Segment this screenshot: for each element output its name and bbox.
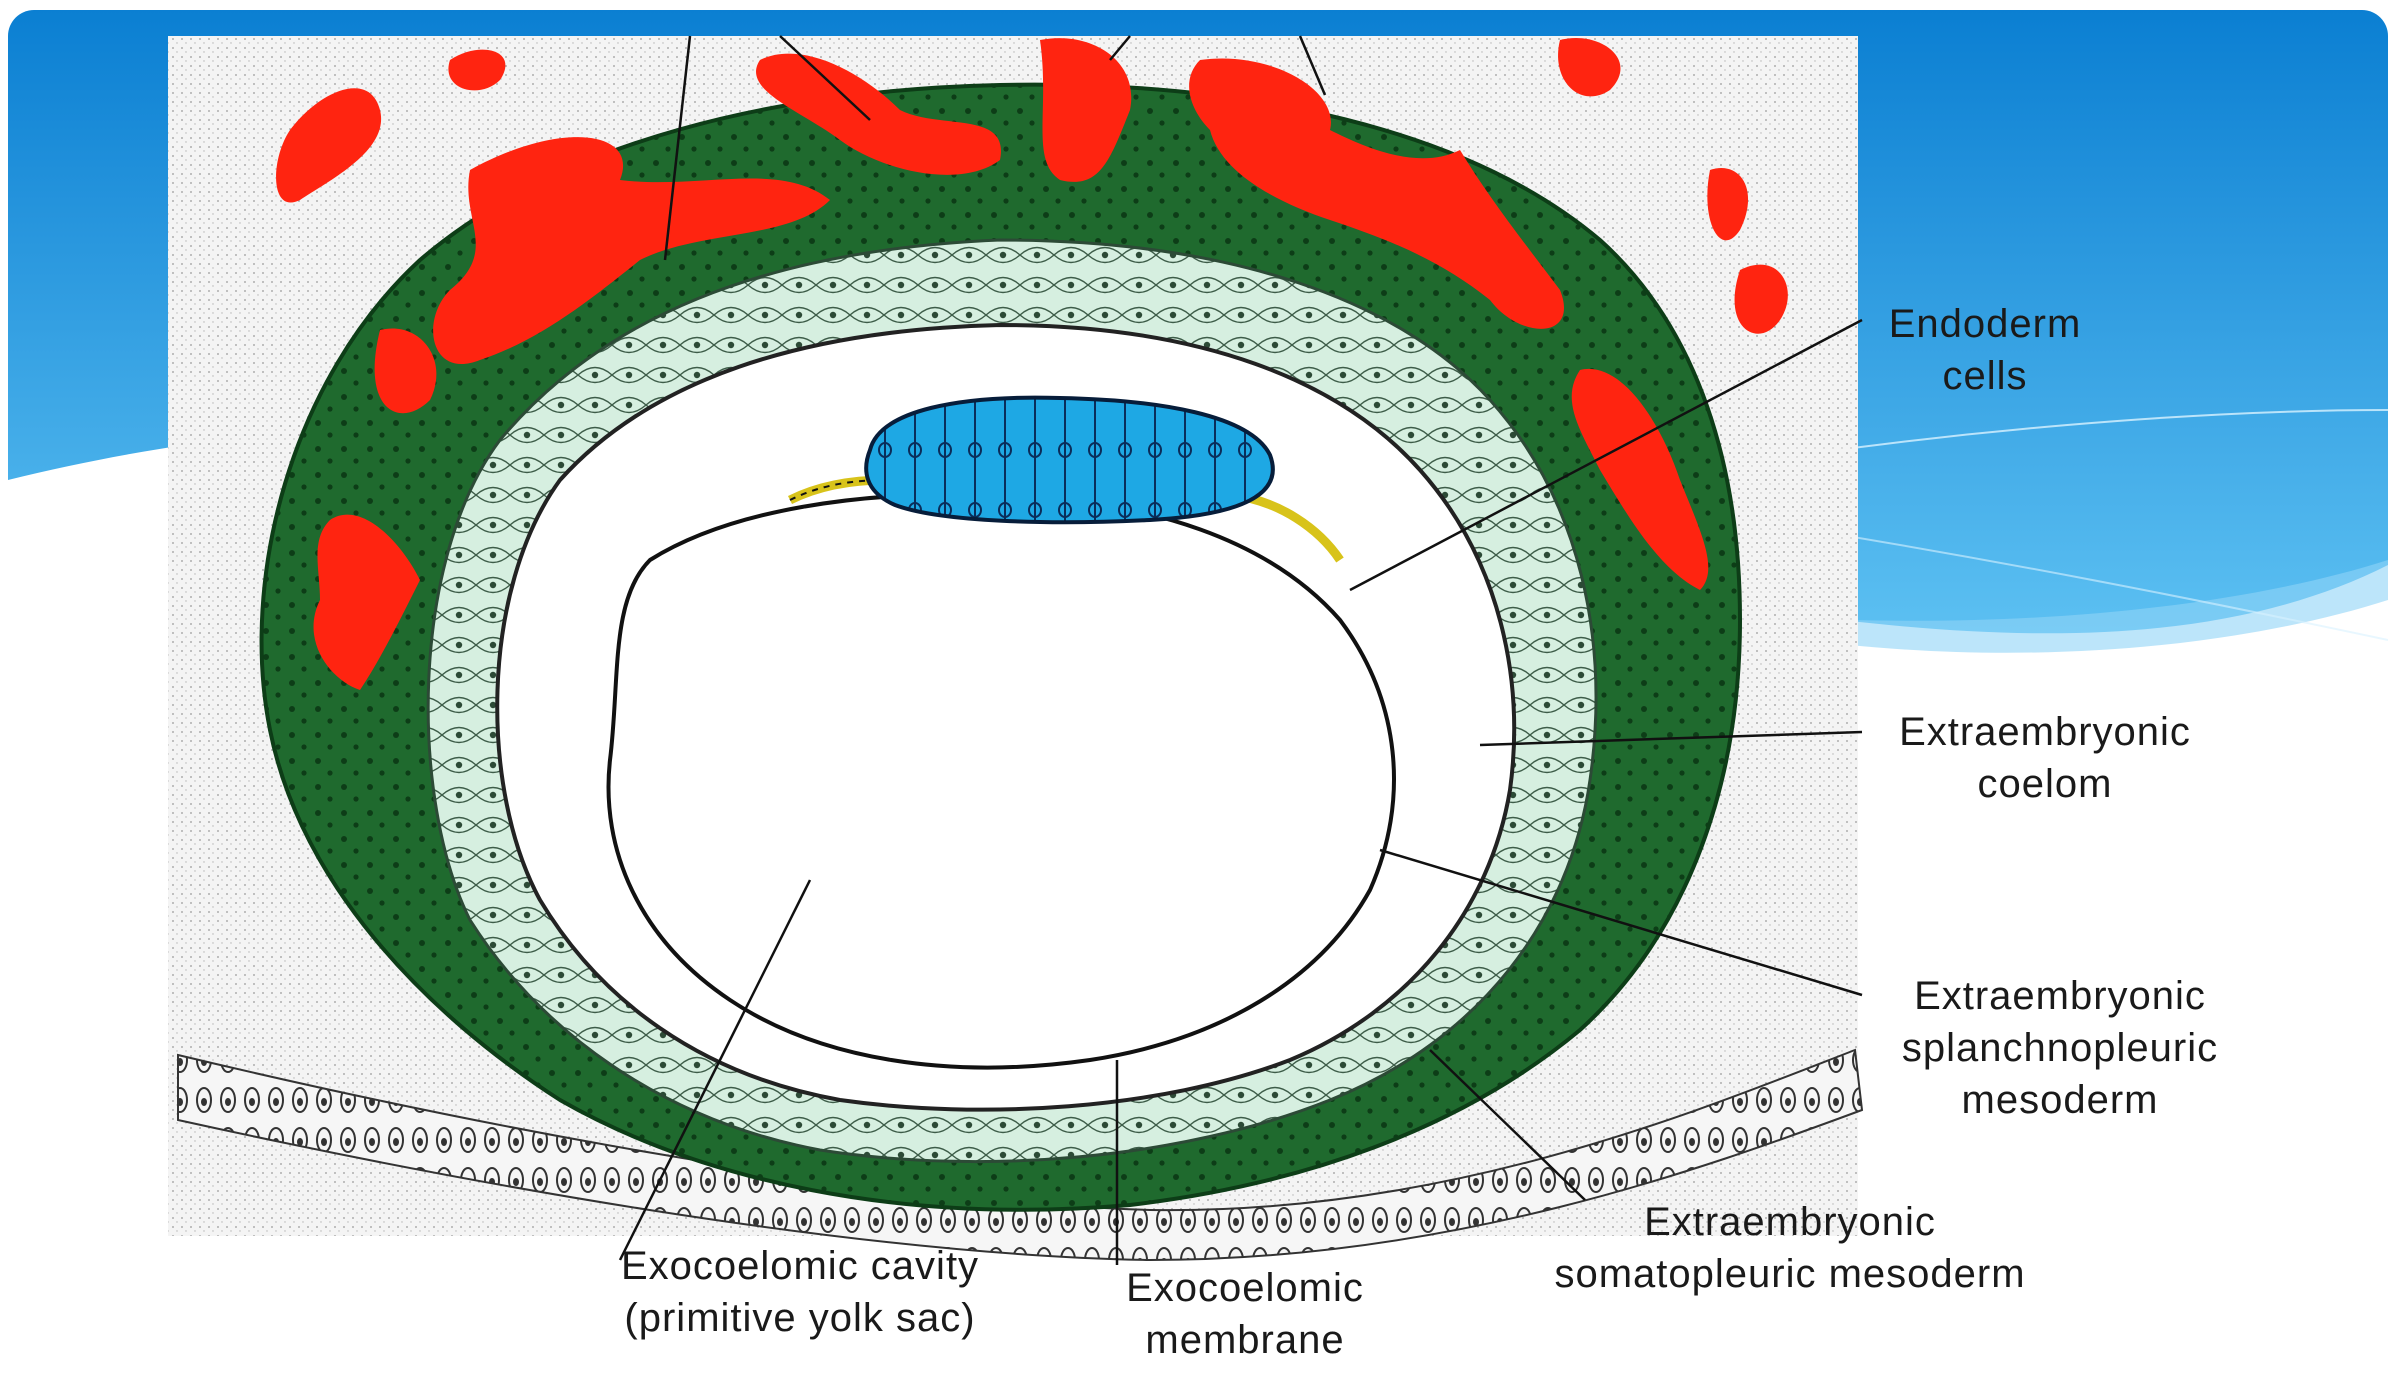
label-line: Exocoelomic <box>1126 1266 1364 1310</box>
label-line: Extraembryonic <box>1644 1200 1936 1244</box>
label-line: (primitive yolk sac) <box>624 1296 976 1340</box>
label-exocoelomic-cavity: Exocoelomic cavity (primitive yolk sac) <box>540 1240 1060 1344</box>
exocoelomic-cavity <box>606 492 1396 1070</box>
label-line: Extraembryonic <box>1899 710 2191 754</box>
label-somatopleuric-mesoderm: Extraembryonic somatopleuric mesoderm <box>1480 1196 2100 1300</box>
label-line: coelom <box>1977 762 2113 806</box>
label-line: Extraembryonic <box>1914 974 2206 1018</box>
label-line: mesoderm <box>1961 1078 2159 1122</box>
label-splanchnopleuric-mesoderm: Extraembryonic splanchnopleuric mesoderm <box>1850 970 2270 1126</box>
lacunae <box>276 38 1788 690</box>
label-endoderm-cells: Endoderm cells <box>1860 298 2110 402</box>
label-line: cells <box>1942 354 2028 398</box>
label-line: splanchnopleuric <box>1901 1026 2219 1070</box>
label-line: Exocoelomic cavity <box>620 1244 980 1288</box>
label-line: Endoderm <box>1888 302 2082 346</box>
leader-lines <box>618 35 1863 1265</box>
label-line: membrane <box>1145 1318 1345 1362</box>
label-line: somatopleuric mesoderm <box>1554 1252 2026 1296</box>
embryo-illustration <box>168 35 1864 1265</box>
label-extraembryonic-coelom: Extraembryonic coelom <box>1860 706 2230 810</box>
label-exocoelomic-membrane: Exocoelomic membrane <box>1085 1262 1405 1366</box>
epiblast <box>864 395 1275 525</box>
